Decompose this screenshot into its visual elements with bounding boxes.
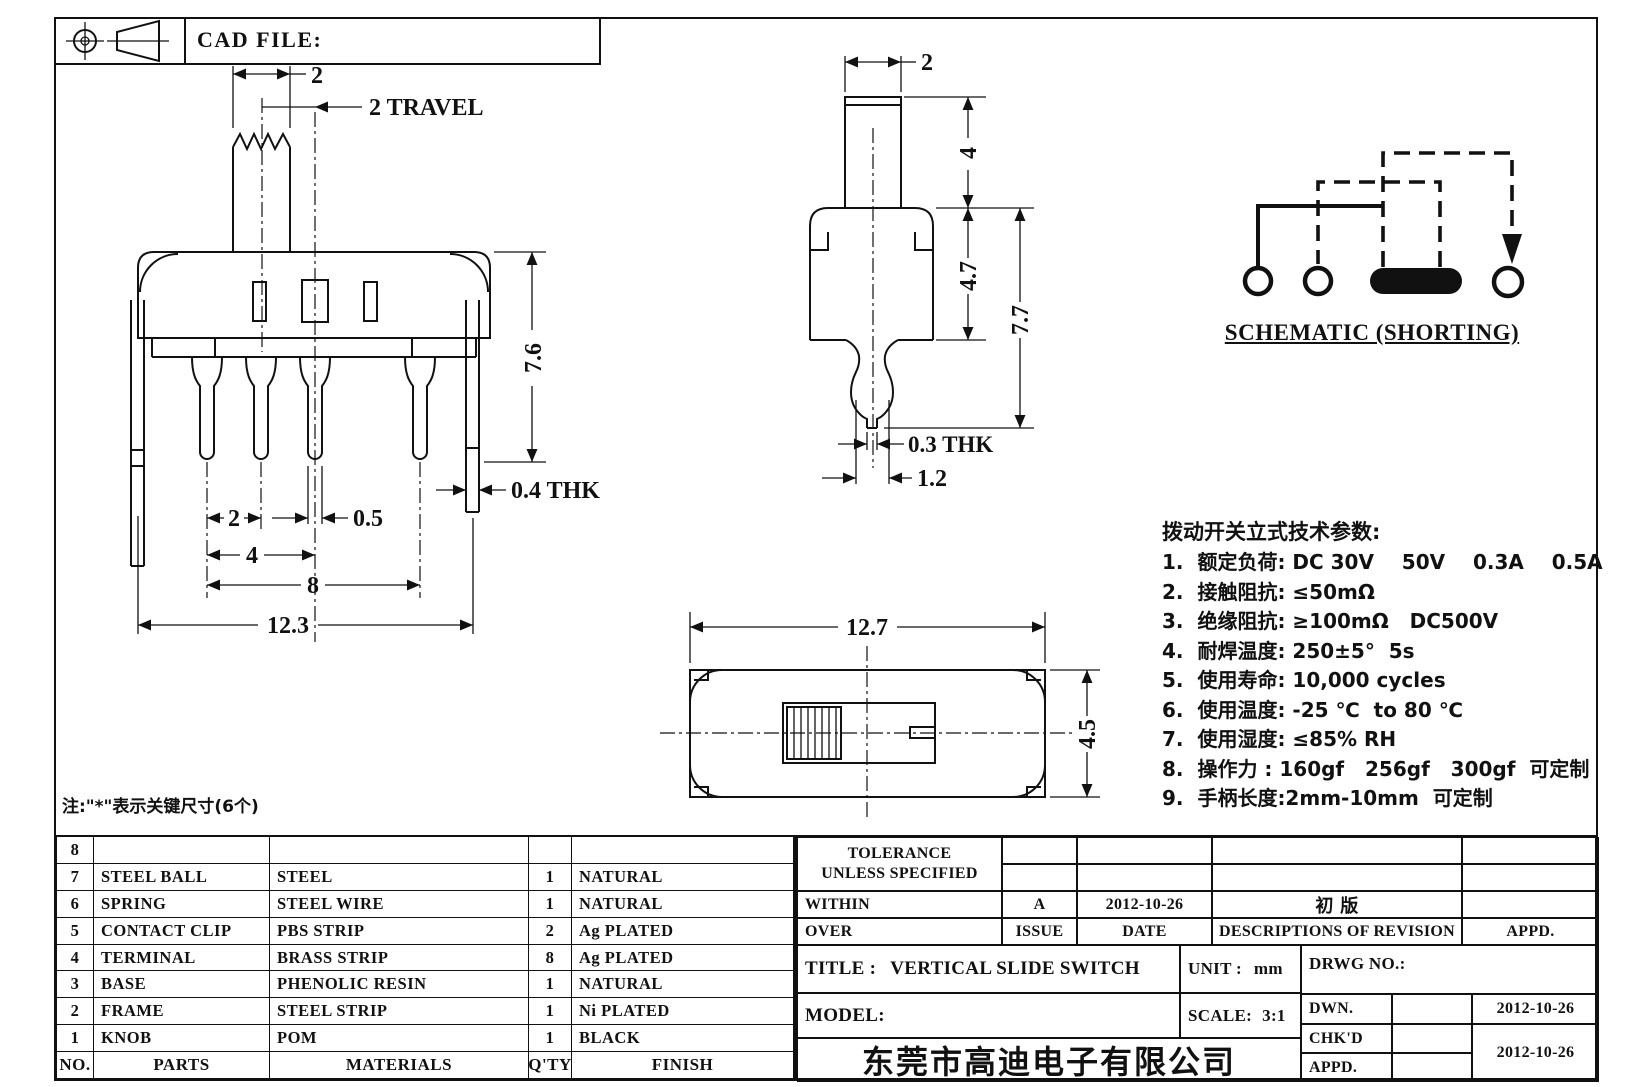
technical-parameters: 拨动开关立式技术参数: 1. 额定负荷: DC 30V 50V 0.3A 0.5… (1162, 516, 1603, 814)
schematic-terminal-4 (1491, 265, 1525, 299)
dwn-label: DWN. (1301, 994, 1392, 1024)
parameter-item: 2. 接触阻抗: ≤50mΩ (1162, 579, 1375, 604)
revision-cell (1077, 837, 1212, 864)
top-dim-overall: 12.7 (846, 615, 888, 641)
tolerance-header: TOLERANCE UNLESS SPECIFIED (797, 837, 1002, 891)
parameter-item: 4. 耐焊温度: 250±5° 5s (1162, 638, 1415, 663)
side-view: 2 4 4.7 7.7 0.3 THK 1.2 (809, 50, 1034, 492)
front-dim-side-thk: 0.4 THK (511, 478, 600, 504)
cad-file-box (54, 17, 601, 65)
chkd-label: CHK'D (1301, 1024, 1392, 1053)
front-view: 2 2 TRAVEL 7.6 0.4 THK 2 0.5 (130, 63, 600, 642)
front-dim-pin-width: 0.5 (353, 506, 383, 532)
parameters-title: 拨动开关立式技术参数: (1162, 520, 1381, 544)
table-row: 4 TERMINAL BRASS STRIP 8 Ag PLATED (57, 944, 793, 972)
side-dim-tip-thk: 0.3 THK (908, 432, 993, 457)
top-dim-depth: 4.5 (1075, 719, 1101, 749)
revision-description-value: 初 版 (1212, 891, 1462, 918)
revision-cell (1077, 864, 1212, 891)
parameter-item: 9. 手柄长度:2mm-10mm 可定制 (1162, 786, 1493, 810)
bom-table: 8 7 STEEL BALL STEEL 1 NATURAL 6 SPRING … (55, 835, 795, 1080)
sheet-border (54, 17, 1598, 1081)
chkd-signature-cell (1392, 1024, 1472, 1053)
company-name: 东莞市高迪电子有限公司 (797, 1038, 1301, 1082)
side-dim-tip-width: 1.2 (917, 466, 947, 492)
revision-issue-value: A (1002, 891, 1077, 918)
drawing-title: TITLE : VERTICAL SLIDE SWITCH (797, 945, 1180, 993)
schematic-terminal-2 (1302, 265, 1334, 297)
drwg-no-cell: DRWG NO.: (1301, 945, 1599, 994)
front-dim-overall: 12.3 (267, 613, 309, 639)
table-row: 5 CONTACT CLIP PBS STRIP 2 Ag PLATED (57, 917, 793, 945)
unit-cell: UNIT : mm (1180, 945, 1301, 993)
parameter-item: 7. 使用湿度: ≤85% RH (1162, 727, 1397, 751)
projection-symbol-icon (66, 19, 169, 63)
schematic-title: SCHEMATIC (SHORTING) (1224, 320, 1520, 345)
side-dim-knob-height: 4 (956, 147, 982, 159)
front-dim-pin-pitch: 2 (228, 506, 240, 532)
table-row: 2 FRAME STEEL STRIP 1 Ni PLATED (57, 998, 793, 1026)
table-row: 8 (57, 837, 793, 864)
front-dim-pitch4: 4 (246, 543, 258, 569)
revision-cell (1212, 837, 1462, 864)
revision-cell (1002, 864, 1077, 891)
chkd-appd-date: 2012-10-26 (1472, 1024, 1599, 1082)
schematic-arrow-icon (1502, 234, 1522, 264)
front-dim-height: 7.6 (521, 343, 547, 373)
revision-date-label: DATE (1077, 918, 1212, 945)
parameter-item: 5. 使用寿命: 10,000 cycles (1162, 668, 1446, 692)
cad-file-label: CAD FILE: (197, 27, 323, 52)
table-row: 1 KNOB POM 1 BLACK (57, 1025, 793, 1053)
revision-cell (1462, 837, 1599, 864)
side-dim-total-height: 7.7 (1008, 305, 1034, 335)
revision-cell (1002, 837, 1077, 864)
front-dim-pitch8: 8 (307, 573, 319, 599)
revision-cell (1462, 891, 1599, 918)
table-row: 3 BASE PHENOLIC RESIN 1 NATURAL (57, 971, 793, 999)
table-row: 6 SPRING STEEL WIRE 1 NATURAL (57, 890, 793, 918)
title-block: TOLERANCE UNLESS SPECIFIED WITHIN OVER A… (795, 835, 1599, 1082)
top-view: 12.7 4.5 (660, 612, 1101, 820)
parameter-item: 6. 使用温度: -25 ℃ to 80 ℃ (1162, 697, 1463, 722)
parameter-item: 8. 操作力 : 160gf 256gf 300gf 可定制 (1162, 756, 1590, 781)
model-cell: MODEL: (797, 993, 1180, 1038)
side-dim-body-height: 4.7 (956, 261, 982, 291)
schematic-slider-contact (1370, 268, 1462, 294)
parameter-item: 3. 绝缘阻抗: ≥100mΩ DC500V (1162, 609, 1499, 633)
schematic-terminal-1 (1242, 265, 1274, 297)
appd-signature-cell (1392, 1053, 1472, 1082)
revision-appd-label: APPD. (1462, 918, 1599, 945)
tolerance-within: WITHIN (797, 891, 1002, 918)
tolerance-over: OVER (797, 918, 1002, 945)
dwn-date: 2012-10-26 (1472, 994, 1599, 1024)
revision-cell (1462, 864, 1599, 891)
revision-cell (1212, 864, 1462, 891)
parameter-item: 1. 额定负荷: DC 30V 50V 0.3A 0.5A (1162, 550, 1603, 574)
key-dimension-note: 注:"*"表示关键尺寸(6个) (62, 797, 259, 817)
revision-issue-label: ISSUE (1002, 918, 1077, 945)
front-dim-travel: 2 TRAVEL (369, 95, 484, 121)
schematic-diagram (1242, 151, 1525, 299)
table-row: 7 STEEL BALL STEEL 1 NATURAL (57, 863, 793, 891)
scale-cell: SCALE: 3:1 (1180, 993, 1301, 1038)
front-dim-knob-width: 2 (311, 63, 323, 89)
dwn-signature-cell (1392, 994, 1472, 1024)
revision-date-value: 2012-10-26 (1077, 891, 1212, 918)
side-dim-knob-width: 2 (921, 50, 933, 76)
revision-description-label: DESCRIPTIONS OF REVISION (1212, 918, 1462, 945)
appd-label: APPD. (1301, 1053, 1392, 1082)
table-header-row: NO. PARTS MATERIALS Q'TY FINISH (57, 1052, 793, 1079)
